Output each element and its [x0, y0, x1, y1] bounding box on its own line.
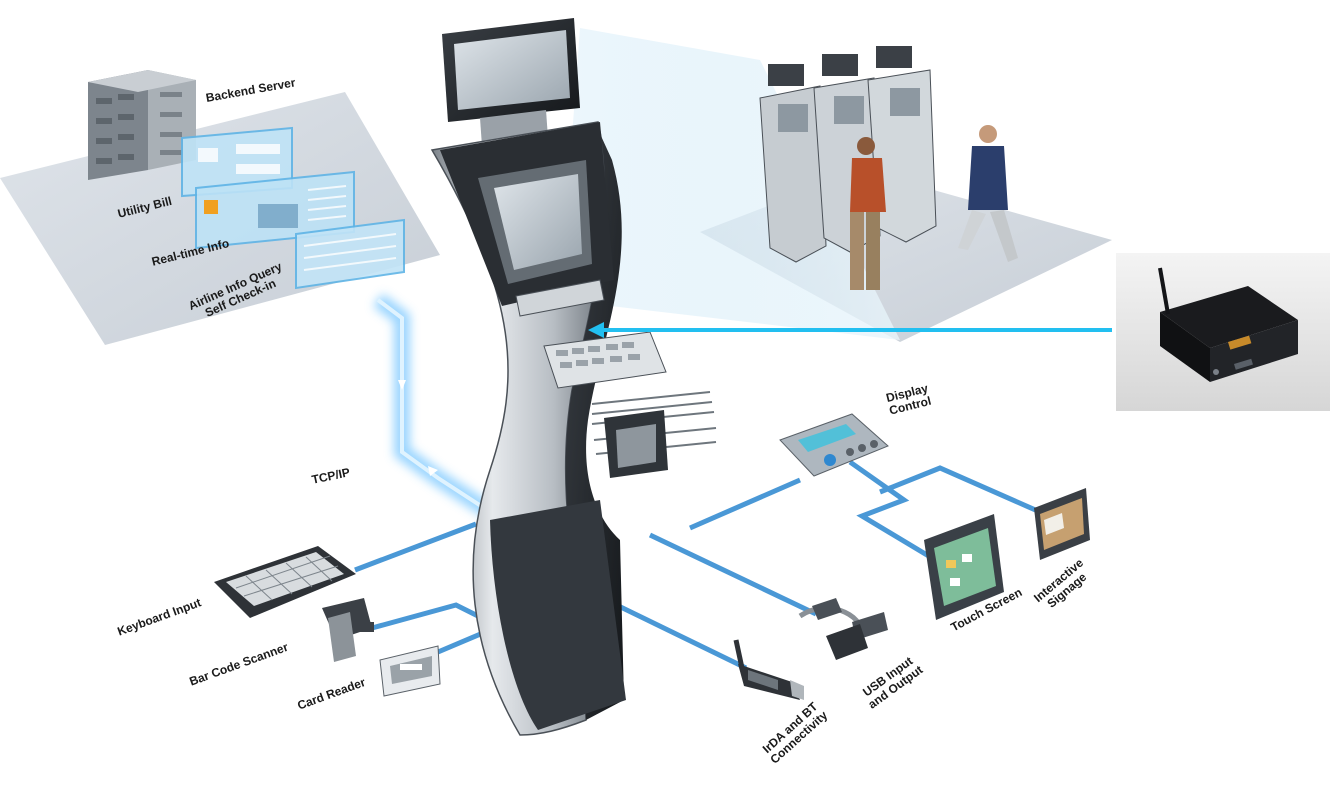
mini-pc-box-icon [1158, 267, 1298, 382]
top-display-icon [442, 18, 580, 146]
card-reader-icon [379, 645, 441, 697]
touch-screen-icon [924, 514, 1004, 620]
usb-cable-icon [798, 598, 888, 660]
person-icon [850, 137, 886, 290]
bt-connection [596, 593, 748, 671]
mini-pc-panel [1116, 253, 1330, 411]
barcode-scanner-icon [322, 598, 374, 662]
pointer-arrow [588, 322, 1112, 338]
zoom-beam [560, 28, 900, 340]
tcpip-network-line [373, 293, 523, 537]
display-control-connection [689, 477, 801, 531]
bluetooth-dongle-icon [733, 639, 804, 700]
network-arrow-icon [398, 380, 406, 390]
display-control-icon [779, 413, 889, 477]
kiosk-keypad-icon [543, 331, 667, 389]
network-arrow-icon [428, 466, 438, 476]
keyboard-connection [354, 521, 477, 573]
backend-server-icon [88, 70, 196, 180]
main-kiosk [430, 18, 717, 736]
backend-area [0, 70, 440, 345]
signage-display-icon [1034, 488, 1090, 560]
airline-info-screen [295, 218, 405, 290]
keypad-icon [214, 546, 356, 618]
realtime-info-screen [195, 170, 355, 250]
signage-connection [879, 465, 1042, 515]
kiosk-row-icon [759, 46, 937, 263]
person-icon [958, 125, 1018, 262]
kiosk-row-scene [560, 28, 1112, 342]
usb-connection [648, 532, 818, 617]
utility-bill-screen [181, 126, 293, 198]
touch-screen-connection [848, 459, 934, 561]
